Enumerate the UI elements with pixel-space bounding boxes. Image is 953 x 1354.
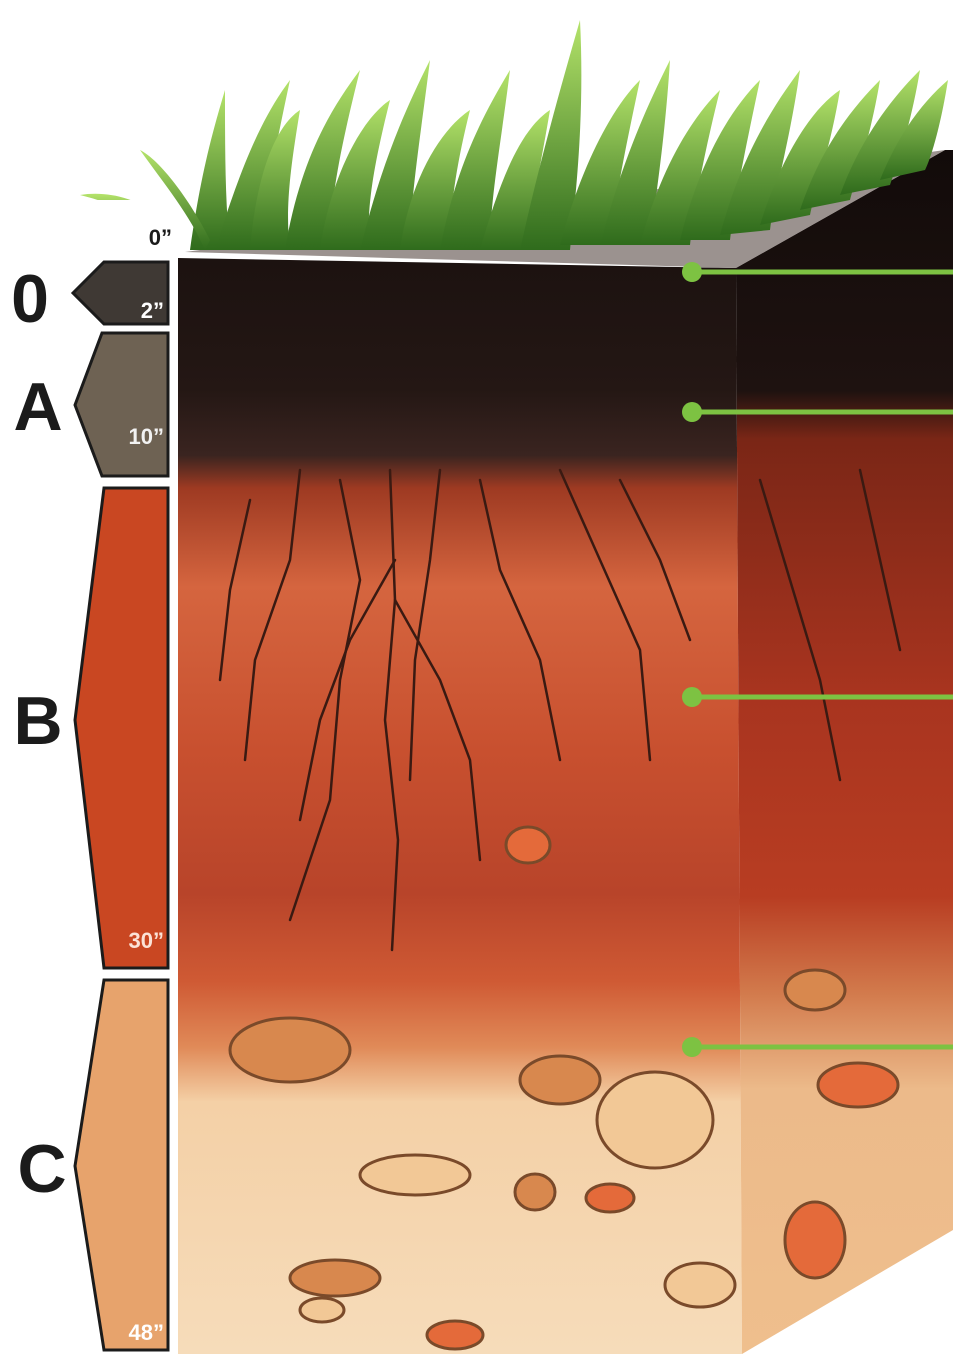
- horizon-0-letter: 0: [11, 261, 49, 337]
- horizon-b-depth: 30”: [129, 928, 164, 953]
- horizon-a-letter: A: [13, 369, 62, 445]
- leader-dot-a: [682, 402, 702, 422]
- horizon-b-letter: B: [13, 683, 62, 759]
- leader-dot-c: [682, 1037, 702, 1057]
- leader-dot-b: [682, 687, 702, 707]
- depth-label-top: 0”: [149, 225, 172, 250]
- horizon-a-depth: 10”: [129, 424, 164, 449]
- soil-block-side: [736, 150, 953, 1354]
- soil-block-front: [178, 258, 742, 1354]
- horizon-c-depth: 48”: [129, 1320, 164, 1345]
- horizon-0-depth: 2”: [141, 298, 164, 323]
- horizon-c-letter: C: [17, 1131, 66, 1207]
- leader-dot-0: [682, 262, 702, 282]
